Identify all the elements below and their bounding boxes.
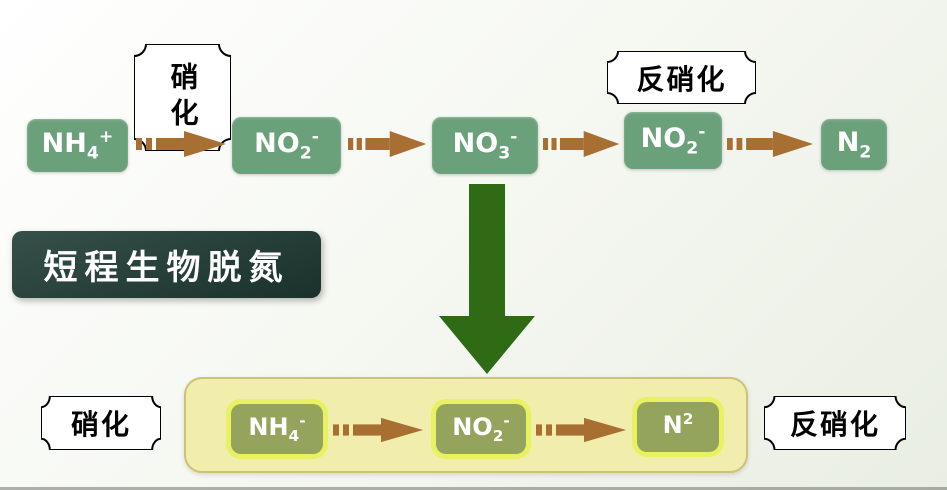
plaque-shape-icon [764,396,906,450]
formula-sup: - [510,126,518,147]
flow-arrow-icon [333,416,425,444]
formula-sub: 2 [859,142,872,163]
flow-arrow-icon [543,129,621,159]
formula-base: NH [248,412,289,441]
flow-arrow-icon [136,129,228,159]
formula-sub: 2 [686,138,699,159]
formula-base: NH [41,127,87,159]
formula-sup: - [503,411,510,430]
bottom-node-no2: NO2- [436,404,526,454]
plaque-shape-icon [41,396,161,450]
formula-base: N [662,410,683,439]
formula-sup: - [299,411,306,430]
formula: NO3- [452,126,518,164]
bottom-node-n2: N2 [637,402,719,452]
flow-arrow-icon [727,129,815,159]
top-node-no2-a: NO2- [232,117,341,174]
flow-arrow-icon [536,416,628,444]
denitrification-label-top: 反硝化 [636,62,727,96]
nitrification-plaque-top: 硝化 [134,44,231,151]
formula-sup: + [98,126,114,147]
nitrification-plaque-bottom: 硝化 [41,396,161,450]
formula: N2 [837,128,872,162]
big-down-arrow-icon [437,184,537,374]
formula-sub: 2 [299,143,312,164]
top-node-n2: N2 [821,119,887,170]
formula: NH4- [248,411,306,445]
formula-base: NO [452,412,493,441]
flow-arrow-icon [348,129,428,159]
nitrification-label-top: 硝化 [166,61,200,134]
formula-sub: 4 [288,426,300,445]
formula-base: N [836,126,860,158]
formula-base: NO [640,122,687,154]
formula: N2 [662,409,694,442]
formula-base: NO [452,127,499,159]
formula-sup: - [698,121,706,142]
top-node-nh4: NH4+ [27,119,128,172]
formula-sup: 2 [682,409,694,428]
formula: NO2- [452,411,510,445]
formula-sup: - [311,126,319,147]
formula-sub: 2 [492,426,504,445]
formula: NO2- [254,126,319,164]
plaque-shape-icon [134,44,231,151]
denitrification-plaque-top: 反硝化 [607,51,756,104]
top-node-no2-b: NO2- [624,112,722,169]
formula-base: NO [254,127,300,159]
bottom-node-nh4: NH4- [231,404,323,454]
formula-sub: 4 [86,143,99,164]
title-banner: 短程生物脱氮 [12,231,321,298]
formula-sub: 3 [498,143,511,164]
top-node-no3: NO3- [432,117,538,174]
denitrification-plaque-bottom: 反硝化 [764,396,906,450]
denitrification-label-bottom: 反硝化 [789,408,880,441]
nitrification-label-bottom: 硝化 [70,408,131,441]
plaque-shape-icon [607,51,756,104]
page-title: 短程生物脱氮 [43,248,290,288]
formula: NO2- [640,121,706,159]
formula: NH4+ [41,126,114,164]
